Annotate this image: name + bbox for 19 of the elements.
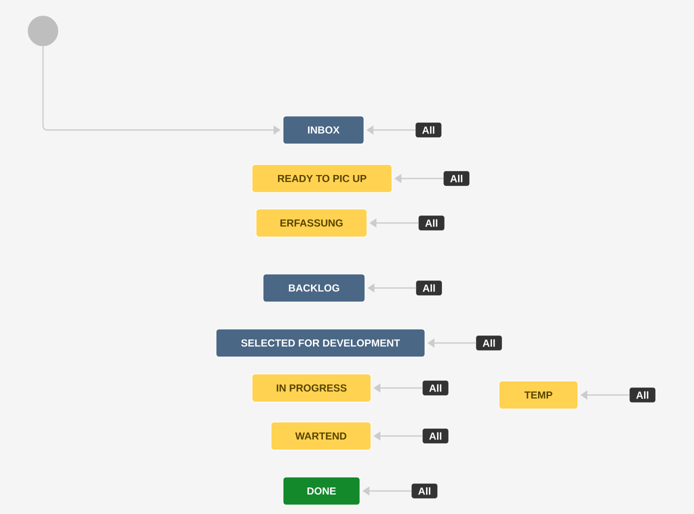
badge: All	[444, 171, 470, 186]
status-box: ERFASSUNG	[256, 208, 368, 238]
badge: All	[476, 336, 502, 350]
status-box: IN PROGRESS	[252, 374, 372, 402]
badge: All	[422, 380, 448, 396]
start-circle	[28, 16, 58, 46]
status-box: INBOX	[282, 116, 364, 144]
badge: All	[418, 216, 444, 230]
status-box: SELECTED FOR DEVELOPMENT	[216, 328, 426, 358]
status-box: READY TO PIC UP	[252, 164, 392, 193]
badge: All	[416, 280, 442, 296]
badge: All	[412, 484, 438, 498]
status-box: TEMP	[498, 380, 578, 410]
status-box: WARTEND	[270, 422, 372, 450]
status-box: BACKLOG	[262, 274, 366, 302]
badge: All	[416, 122, 442, 138]
badge: All	[630, 388, 656, 402]
badge: All	[422, 428, 448, 444]
status-box: DONE	[282, 476, 360, 506]
